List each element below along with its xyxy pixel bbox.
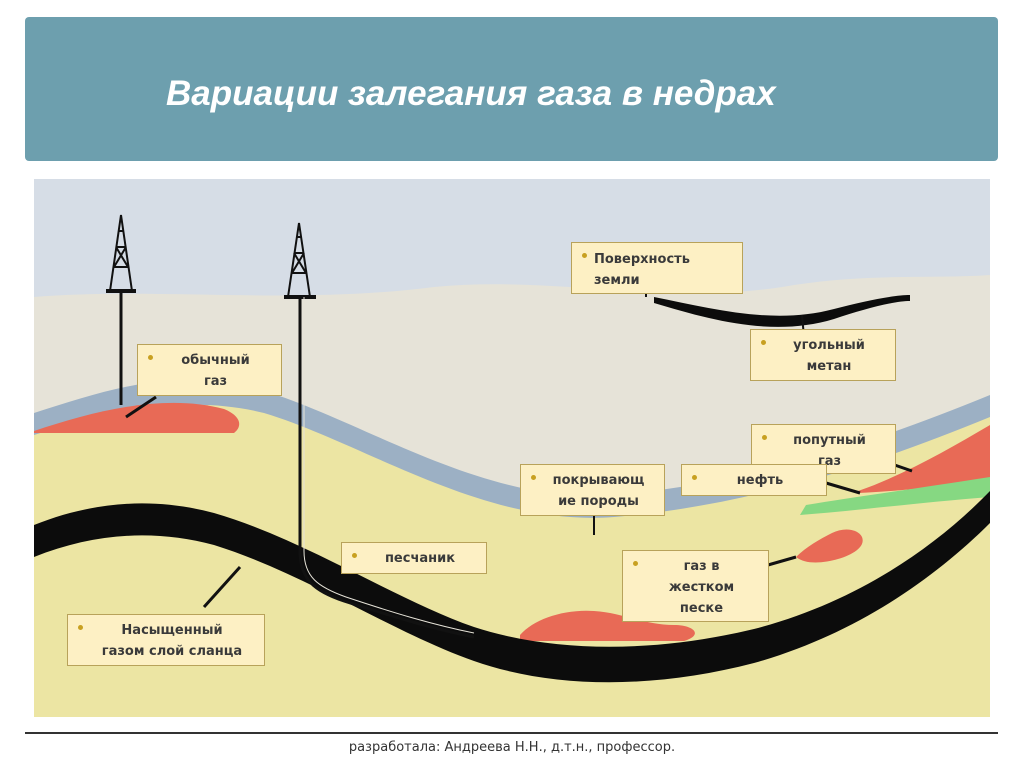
bullet-icon [762,435,767,440]
label-associated-gas-text: попутный газ [793,433,866,469]
bullet-icon [582,253,587,258]
tight-gas-patch-left [520,610,695,641]
leader-shale [202,565,242,609]
leader-conventional-gas [125,395,157,419]
bullet-icon [692,475,697,480]
associated-gas-zone [858,425,990,493]
label-conventional-gas: обычный газ [137,344,282,396]
gas-shale-layer [34,491,990,683]
bullet-icon [352,553,357,558]
leader-oil [825,481,861,495]
slide-title: Вариации залегания газа в недрах [166,74,776,113]
coal-seam [654,295,910,327]
label-gas-shale: Насыщенный газом слой сланца [67,614,265,666]
horizontal-well [298,297,475,639]
label-earth-surface-text: Поверхность земли [594,252,690,288]
conventional-gas-trap [34,402,240,433]
footer-divider [25,732,998,734]
label-oil-text: нефть [736,473,784,488]
label-tight-gas: газ в жестком песке [622,550,769,622]
label-earth-surface: Поверхность земли [571,242,743,294]
bullet-icon [148,355,153,360]
oil-zone [800,477,990,515]
bullet-icon [633,561,638,566]
label-sandstone-text: песчаник [384,551,456,566]
label-oil: нефть [681,464,827,496]
bullet-icon [78,625,83,630]
drilling-rig-left-icon [106,214,136,405]
label-coal-methane: угольный метан [750,329,896,381]
label-conventional-gas-text: обычный газ [181,353,250,389]
footer-author: разработала: Андреева Н.Н., д.т.н., проф… [348,740,676,755]
title-bar [25,17,998,161]
label-coal-methane-text: угольный метан [793,338,865,374]
tight-gas-patch-right [796,529,863,563]
label-cap-rock-text: покрывающ ие породы [552,473,645,509]
leader-tight-gas [767,555,797,567]
label-cap-rock: покрывающ ие породы [520,464,665,516]
label-tight-gas-text: газ в жестком песке [668,559,735,616]
bullet-icon [531,475,536,480]
label-gas-shale-text: Насыщенный газом слой сланца [101,623,243,659]
label-sandstone: песчаник [341,542,487,574]
horizontal-well-inner [303,297,475,634]
bullet-icon [761,340,766,345]
